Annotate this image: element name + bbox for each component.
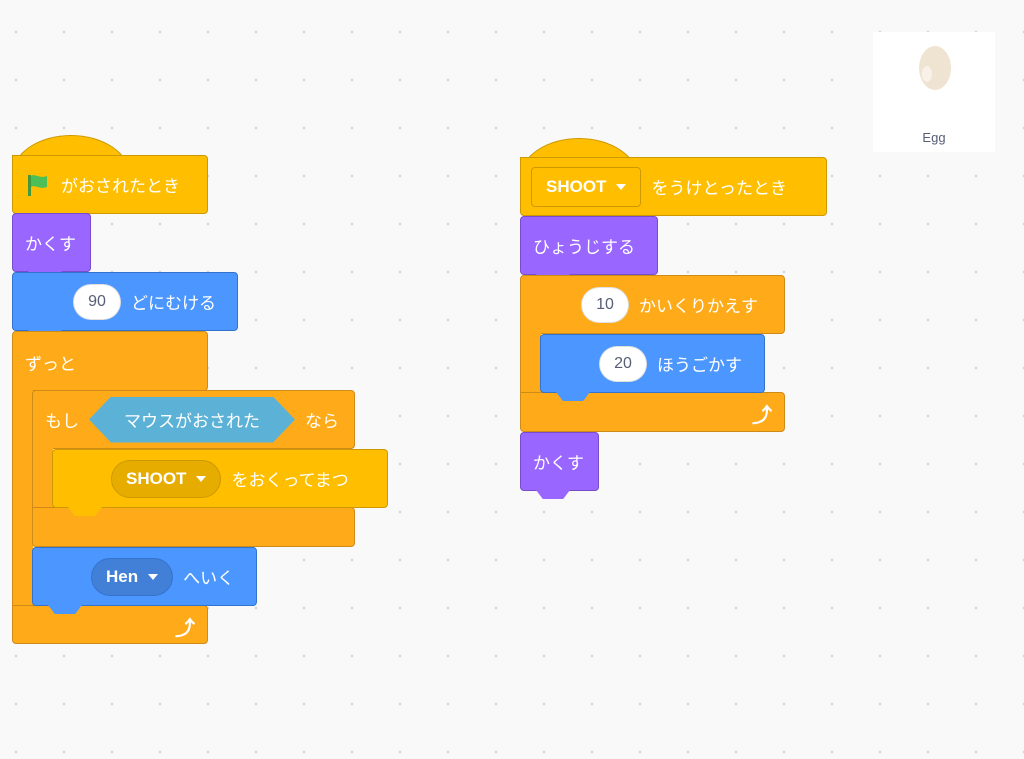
point-in-direction-block[interactable]: 90 どにむける bbox=[12, 272, 238, 331]
go-to-block[interactable]: Hen へいく bbox=[32, 547, 257, 606]
go-to-dropdown[interactable]: Hen bbox=[91, 557, 174, 596]
green-flag-icon bbox=[28, 174, 47, 196]
mouse-down-condition[interactable]: マウスがおされた bbox=[89, 396, 295, 443]
loop-arrow-icon: ⤴ bbox=[752, 405, 772, 427]
egg-icon bbox=[919, 46, 951, 90]
move-steps-block[interactable]: 20 ほうごかす bbox=[540, 334, 765, 393]
hide-label: かくす bbox=[533, 454, 584, 473]
when-flag-clicked-block[interactable]: がおされたとき bbox=[12, 155, 208, 214]
move-label: ほうごかす bbox=[657, 356, 742, 375]
direction-label: どにむける bbox=[131, 294, 216, 313]
hat-label: がおされたとき bbox=[61, 177, 180, 196]
broadcast-and-wait-block[interactable]: SHOOT をおくってまつ bbox=[52, 449, 388, 508]
broadcast-dropdown[interactable]: SHOOT bbox=[111, 459, 222, 498]
loop-arrow-icon: ⤴ bbox=[175, 618, 195, 640]
receive-dropdown[interactable]: SHOOT bbox=[531, 166, 642, 207]
if-label: もし bbox=[45, 412, 79, 431]
caret-down-icon bbox=[616, 183, 627, 190]
caret-down-icon bbox=[148, 573, 159, 580]
when-i-receive-block[interactable]: SHOOT をうけとったとき bbox=[520, 157, 827, 216]
show-block[interactable]: ひょうじする bbox=[520, 216, 658, 275]
show-label: ひょうじする bbox=[533, 238, 635, 257]
sprite-name: Egg bbox=[922, 130, 946, 145]
steps-input[interactable]: 20 bbox=[599, 345, 647, 382]
sprite-thumbnail-egg[interactable]: Egg bbox=[873, 32, 995, 152]
hide-block[interactable]: かくす bbox=[12, 213, 91, 272]
caret-down-icon bbox=[196, 475, 207, 482]
broadcast-value: SHOOT bbox=[126, 468, 187, 488]
forever-label: ずっと bbox=[25, 355, 76, 374]
go-to-value: Hen bbox=[106, 566, 139, 586]
hide-label: かくす bbox=[25, 235, 76, 254]
receive-label: をうけとったとき bbox=[651, 179, 787, 198]
repeat-label: かいくりかえす bbox=[639, 297, 758, 316]
repeat-count-input[interactable]: 10 bbox=[581, 286, 629, 323]
then-label: なら bbox=[305, 412, 339, 431]
direction-input[interactable]: 90 bbox=[73, 283, 121, 320]
hide-block[interactable]: かくす bbox=[520, 432, 599, 491]
condition-label: マウスがおされた bbox=[124, 412, 260, 431]
go-to-label: へいく bbox=[183, 569, 235, 588]
broadcast-label: をおくってまつ bbox=[231, 471, 349, 490]
receive-value: SHOOT bbox=[546, 176, 607, 196]
